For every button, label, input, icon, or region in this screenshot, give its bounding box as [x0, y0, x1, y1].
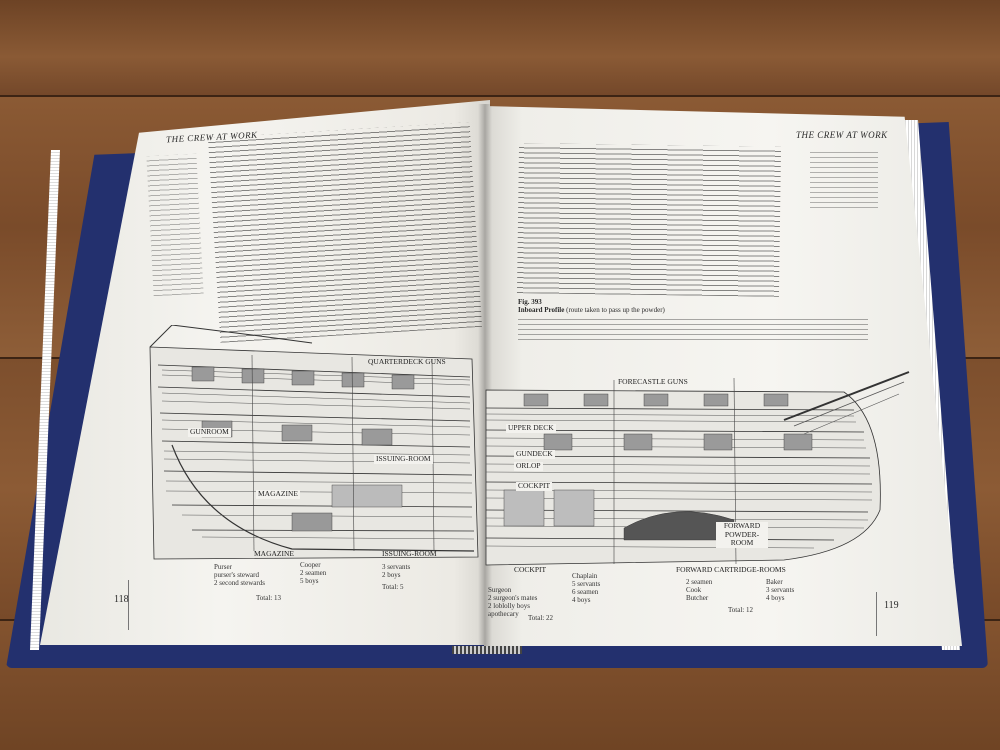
- label-orlop: ORLOP: [514, 461, 543, 471]
- figure-number: Fig. 393: [518, 298, 542, 306]
- label-forecastle-guns: FORECASTLE GUNS: [618, 377, 688, 386]
- station-total: Total: 5: [382, 583, 404, 591]
- left-body-text: [207, 122, 483, 343]
- station-crew: Chaplain 5 servants 6 seamen 4 boys: [572, 572, 601, 605]
- figure-title-line: Inboard Profile (route taken to pass up …: [518, 306, 665, 314]
- station-total: Total: 22: [528, 614, 553, 622]
- left-page-number: 118: [114, 594, 129, 605]
- label-gunroom: GUNROOM: [188, 427, 231, 437]
- right-body-text: [516, 143, 782, 297]
- right-sidenote-text: [810, 148, 878, 208]
- station-crew: Baker 3 servants 4 boys: [766, 578, 795, 603]
- spine-stitching: [452, 646, 522, 654]
- station-crew: Purser purser's steward 2 second steward…: [214, 563, 265, 588]
- figure-description-text: [518, 318, 868, 340]
- figure-subtitle: (route taken to pass up the powder): [566, 306, 665, 314]
- station-crew: 3 servants 2 boys: [382, 563, 411, 580]
- left-margin-rule: [128, 580, 129, 630]
- figure-caption: Fig. 393: [518, 298, 542, 306]
- ship-cutaway-bow: [485, 371, 910, 566]
- station-crew: 2 seamen Cook Butcher: [686, 578, 713, 603]
- label-forward-powder-room: FORWARD POWDER-ROOM: [716, 521, 768, 548]
- label-gundeck: GUNDECK: [514, 449, 555, 459]
- station-title: FORWARD CARTRIDGE-ROOMS: [676, 565, 786, 574]
- label-magazine-drawing: MAGAZINE: [256, 489, 300, 499]
- station-crew: Surgeon 2 surgeon's mates 2 loblolly boy…: [488, 586, 538, 619]
- label-cockpit-drawing: COCKPIT: [516, 481, 553, 491]
- ship-cutaway-stern: [149, 325, 479, 560]
- left-sidenote-text: [146, 153, 204, 297]
- station-crew: Cooper 2 seamen 5 boys: [300, 561, 327, 586]
- label-issuing-room: ISSUING-ROOM: [374, 454, 433, 464]
- floor-plank: [0, 0, 1000, 95]
- station-title: MAGAZINE: [254, 549, 294, 558]
- figure-title: Inboard Profile: [518, 306, 565, 314]
- label-quarterdeck-guns: QUARTERDECK GUNS: [368, 357, 446, 366]
- right-margin-rule: [876, 592, 877, 636]
- station-total: Total: 13: [256, 594, 281, 602]
- floor-plank: [0, 95, 1000, 97]
- label-upper-deck: UPPER DECK: [506, 423, 556, 433]
- right-page-number: 119: [884, 600, 899, 611]
- right-page-header: THE CREW AT WORK: [796, 130, 888, 140]
- station-title: COCKPIT: [514, 565, 547, 574]
- station-title: ISSUING-ROOM: [382, 549, 437, 558]
- station-total: Total: 12: [728, 606, 753, 614]
